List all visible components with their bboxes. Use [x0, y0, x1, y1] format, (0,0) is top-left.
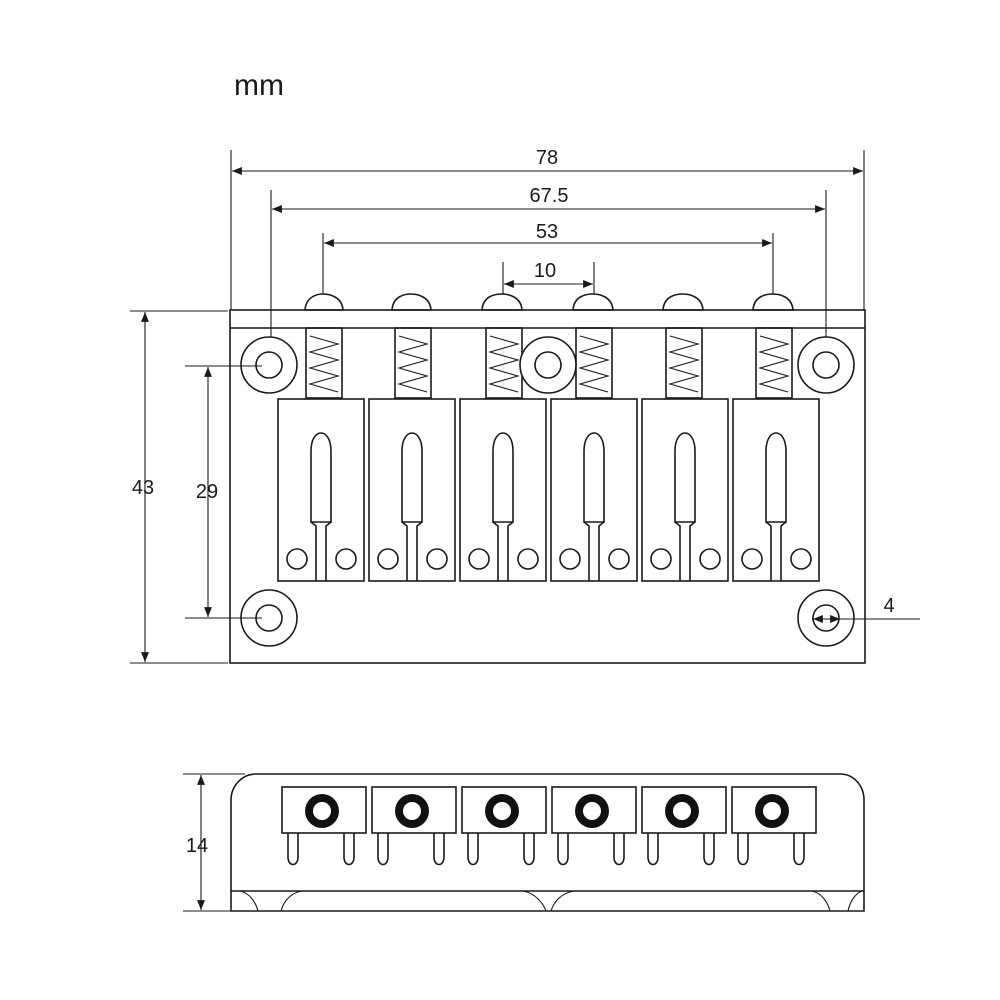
dim-label-67-5: 67.5: [530, 185, 569, 207]
top-view: 78 67.5 53 10: [130, 147, 920, 664]
dim-label-43: 43: [132, 477, 154, 499]
side-body: [230, 773, 865, 912]
saddle-bumps: [304, 293, 794, 311]
dim-label-29: 29: [196, 481, 218, 503]
side-view: 14: [183, 773, 865, 912]
saddles-side: [281, 786, 817, 866]
unit-label: mm: [234, 69, 284, 102]
dim-label-78: 78: [536, 147, 558, 169]
dim-label-4: 4: [883, 595, 894, 617]
dim-label-10: 10: [534, 260, 556, 282]
dim-label-14: 14: [186, 835, 208, 857]
base-plate: [229, 309, 866, 664]
saddles-top: [277, 398, 820, 582]
dim-label-53: 53: [536, 221, 558, 243]
